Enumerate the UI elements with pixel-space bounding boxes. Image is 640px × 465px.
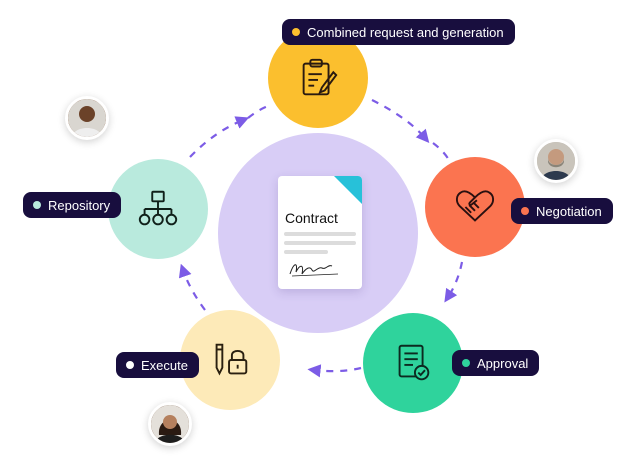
arrow-repository-dash: [247, 104, 269, 119]
arrow-request-to-negotiation: [371, 99, 430, 144]
arrow-approval-to-execute: [307, 364, 362, 378]
clipboard-edit-icon: [302, 58, 338, 96]
handshake-icon: [455, 190, 495, 222]
contract-title: Contract: [285, 210, 338, 226]
approval-label-text: Approval: [477, 355, 529, 371]
approved-document-icon: [398, 344, 430, 381]
request-label-text: Combined request and generation: [307, 24, 504, 40]
approval-label: Approval: [452, 350, 540, 376]
repository-label: Repository: [23, 192, 122, 218]
arrow-negotiation-to-approval: [444, 261, 464, 303]
request-label: Combined request and generation: [282, 19, 515, 45]
approval-stage-circle: [363, 313, 463, 413]
document-line: [284, 241, 356, 245]
pen-lock-icon: [215, 343, 248, 376]
approval-dot-icon: [462, 359, 470, 367]
document-line: [284, 232, 356, 236]
arrow-negotiation-dash: [432, 142, 451, 163]
document-corner: [334, 176, 362, 204]
execute-dot-icon: [126, 361, 134, 369]
request-dot-icon: [292, 28, 300, 36]
execute-label: Execute: [116, 352, 199, 378]
negotiation-stage-circle: [425, 157, 525, 257]
arrow-execute-to-repository: [178, 263, 206, 311]
negotiation-label-text: Negotiation: [536, 203, 602, 219]
avatar: [148, 402, 192, 446]
negotiation-dot-icon: [521, 207, 529, 215]
repository-dot-icon: [33, 201, 41, 209]
negotiation-label: Negotiation: [511, 198, 613, 224]
contract-document: Contract: [278, 176, 362, 289]
signature-icon: [289, 264, 339, 277]
document-line: [284, 250, 328, 254]
arrow-repository-to-request: [189, 116, 250, 158]
hierarchy-icon: [138, 190, 178, 226]
repository-stage-circle: [108, 159, 208, 259]
avatar: [65, 96, 109, 140]
repository-label-text: Repository: [48, 197, 111, 213]
avatar: [534, 139, 578, 183]
execute-label-text: Execute: [141, 357, 188, 373]
